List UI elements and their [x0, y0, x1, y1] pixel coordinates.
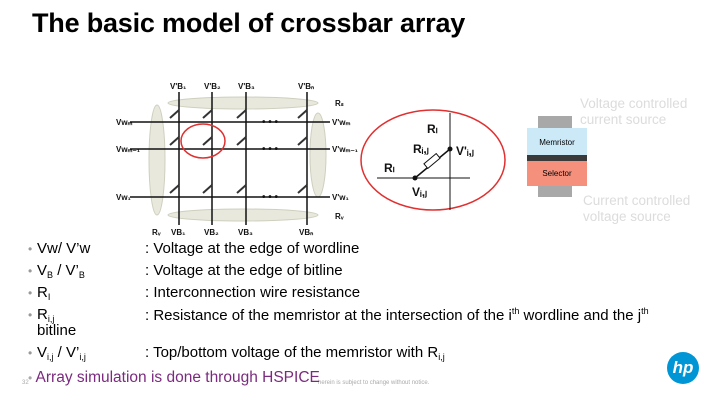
hspice-note: • Array simulation is done through HSPIC…: [28, 369, 320, 386]
right-ellipse: [309, 112, 327, 198]
label-vb1: VB₁: [171, 228, 186, 237]
label-vprime-ij: V'ᵢ,ⱼ: [456, 144, 474, 158]
label-vb2-top: V'B₂: [204, 82, 221, 91]
bottom-ellipse: [167, 208, 319, 222]
label-rv-right: Rᵥ: [335, 212, 344, 221]
device-stack: Memristor Selector: [527, 116, 587, 197]
label-vb1-top: V'B₁: [170, 82, 187, 91]
label-vb3: VB₃: [238, 228, 253, 237]
label-vw1-prime: V'w₁: [332, 193, 349, 202]
label-vbn: VBₙ: [299, 228, 313, 237]
left-ellipse: [148, 104, 166, 216]
voltage-source-note: Voltage controlled current source: [580, 96, 688, 127]
memristor-label: Memristor: [539, 138, 575, 147]
label-vwm-prime: V'wₘ: [332, 118, 350, 127]
current-source-note: Current controlled voltage source: [583, 193, 691, 224]
label-vwm-1: Vwₘ₋₁: [116, 145, 141, 154]
highlight-circle: [180, 123, 226, 159]
label-ri-left: Rₗ: [384, 161, 395, 175]
footer-notice: herein is subject to change without noti…: [318, 380, 430, 386]
label-vb3-top: V'B₃: [238, 82, 255, 91]
label-vb2: VB₂: [204, 228, 219, 237]
hp-logo: hp: [667, 352, 699, 384]
label-vij: Vᵢ,ⱼ: [412, 185, 427, 199]
label-vbn-top: V'Bₙ: [298, 82, 314, 91]
label-ri-top: Rₗ: [427, 122, 438, 136]
label-rs: Rₛ: [335, 99, 344, 108]
page-number: 32: [22, 380, 29, 386]
cell-detail: Rₗ Rᵢ,ⱼ Rₗ V'ᵢ,ⱼ Vᵢ,ⱼ: [360, 109, 506, 211]
label-rij: Rᵢ,ⱼ: [413, 142, 429, 156]
label-vwm-1-prime: V'wₘ₋₁: [332, 145, 359, 154]
svg-text:• • •: • • •: [262, 117, 279, 128]
svg-text:• • •: • • •: [262, 192, 279, 203]
svg-text:• • •: • • •: [262, 144, 279, 155]
top-ellipse: [167, 96, 319, 110]
label-vwm: Vwₘ: [116, 118, 133, 127]
selector-label: Selector: [542, 169, 572, 178]
label-vw1: Vw₁: [116, 193, 132, 202]
slide-title: The basic model of crossbar array: [32, 8, 466, 38]
label-rv-left: Rᵥ: [152, 228, 161, 237]
